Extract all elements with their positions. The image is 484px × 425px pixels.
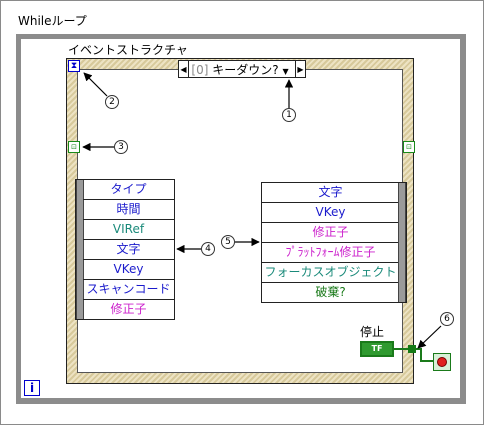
event-ref-terminal-right-icon[interactable]: ⊡ <box>403 141 415 153</box>
callout-6-arrow <box>417 325 442 349</box>
increment-case-arrow-icon[interactable]: ▶ <box>295 61 305 77</box>
node-resize-bar[interactable] <box>76 180 84 319</box>
boolean-constant[interactable]: TF <box>360 341 394 357</box>
event-data-item[interactable]: 修正子 <box>110 302 147 316</box>
event-filter-item[interactable]: 文字 <box>262 183 399 203</box>
event-data-item[interactable]: タイプ <box>83 180 174 200</box>
boolean-wire <box>420 348 422 362</box>
case-index: [0] <box>191 62 209 77</box>
event-filter-item[interactable]: フォーカスオブジェクト <box>262 263 399 283</box>
boolean-wire <box>416 348 422 350</box>
case-name: キーダウン? <box>212 62 279 77</box>
event-data-item[interactable]: 文字 <box>83 240 174 260</box>
event-data-item[interactable]: 時間 <box>83 200 174 220</box>
callout-1: 1 <box>282 108 296 122</box>
loop-resize-handle <box>459 398 464 403</box>
event-case-selector[interactable]: ◀ [0] キーダウン? ▼ ▶ <box>178 60 306 78</box>
hourglass-icon[interactable]: ⧗ <box>68 60 80 72</box>
iteration-terminal: i <box>24 380 40 396</box>
event-structure-label: イベントストラクチャ <box>68 43 188 57</box>
callout-2: 2 <box>105 95 119 109</box>
event-data-item[interactable]: VIRef <box>83 220 174 240</box>
event-data-item[interactable]: VKey <box>83 260 174 280</box>
stop-label: 停止 <box>360 325 385 339</box>
decrement-case-arrow-icon[interactable]: ◀ <box>179 61 189 77</box>
event-ref-terminal-left-icon[interactable]: ⊡ <box>68 141 80 153</box>
stop-tunnel <box>408 345 416 353</box>
callout-6: 6 <box>440 312 454 326</box>
dropdown-arrow-icon[interactable]: ▼ <box>282 66 289 76</box>
event-filter-item[interactable]: VKey <box>262 203 399 223</box>
while-loop <box>16 34 466 404</box>
boolean-wire <box>420 360 433 362</box>
event-data-item[interactable]: スキャンコード <box>83 280 174 300</box>
event-filter-item[interactable]: 修正子 <box>262 223 399 243</box>
node-resize-bar[interactable] <box>398 183 406 302</box>
callout-2-arrow <box>83 72 108 97</box>
callout-5: 5 <box>221 235 235 249</box>
while-loop-label: Whileループ <box>18 14 87 28</box>
event-filter-item[interactable]: ﾌﾟﾗｯﾄﾌｫｰﾑ修正子 <box>262 243 399 263</box>
boolean-wire <box>394 348 408 350</box>
callout-3: 3 <box>114 140 128 154</box>
event-filter-item[interactable]: 破棄? <box>315 285 346 299</box>
stop-condition-icon[interactable] <box>433 353 451 371</box>
callout-4: 4 <box>201 242 215 256</box>
